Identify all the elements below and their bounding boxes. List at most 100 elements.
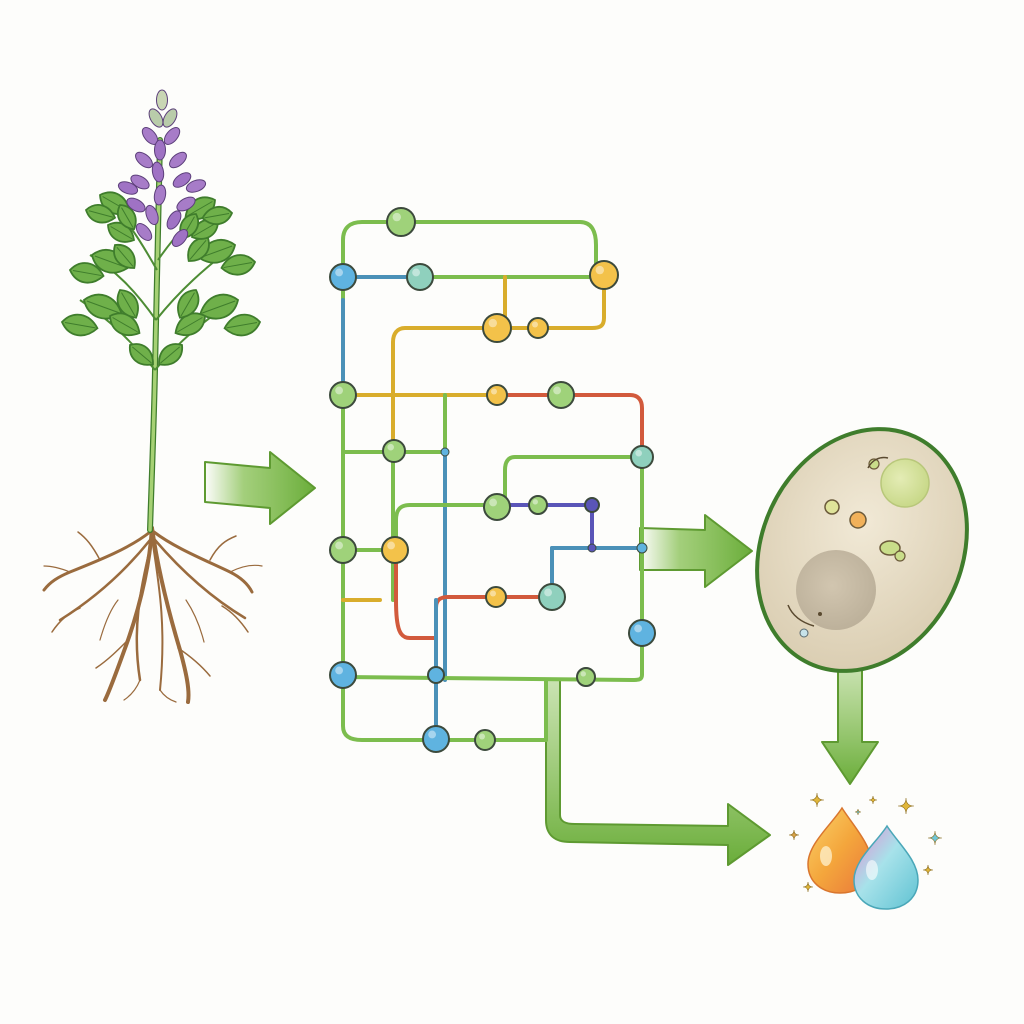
leaf: [220, 254, 257, 276]
network-node-highlight: [595, 265, 604, 275]
sparkle-icon: [802, 881, 814, 893]
flower-bud: [154, 139, 166, 161]
network-node: [482, 313, 512, 343]
plant-flowers: [117, 89, 207, 247]
flower-bud: [130, 174, 150, 190]
flower-bud: [117, 181, 139, 195]
leaf-vein: [223, 262, 253, 269]
network-connection: [503, 275, 606, 330]
leaf: [129, 343, 154, 366]
flower-bud: [135, 223, 153, 241]
plant-icon: [42, 89, 263, 704]
flower-bud: [163, 127, 181, 145]
leaf-vein: [94, 255, 126, 268]
network-node-highlight: [335, 268, 343, 277]
network-node: [427, 666, 445, 684]
cell-membrane: [755, 427, 969, 673]
plant-stem: [148, 138, 162, 532]
leaf-vein: [121, 292, 136, 317]
arrow-plant-to-network: [204, 451, 316, 525]
leaf-vein: [121, 207, 134, 228]
plant-leaves: [60, 191, 262, 366]
sparkle-icon: [854, 808, 862, 816]
leaf-vein: [204, 213, 230, 219]
network-node-highlight: [479, 733, 485, 740]
cell-organelle: [894, 550, 906, 562]
network-node: [485, 586, 507, 608]
network-node-highlight: [532, 499, 538, 505]
sparkle-icon: [922, 864, 934, 876]
arrow-network-to-droplets: [545, 679, 771, 866]
network-node: [440, 447, 450, 457]
network-node-highlight: [489, 498, 497, 507]
droplet-highlight: [820, 846, 832, 866]
network-connections: [341, 220, 644, 742]
arrow-cell-to-droplets: [821, 665, 879, 785]
leaf: [68, 262, 105, 284]
network-node-highlight: [553, 386, 561, 395]
network-node-highlight: [544, 588, 552, 597]
network-node: [382, 439, 406, 463]
flower-bud: [126, 197, 146, 213]
flower-bud: [156, 89, 168, 111]
network-node-highlight: [490, 590, 496, 597]
flower-bud: [151, 161, 165, 183]
cell-nucleus: [796, 550, 876, 630]
leaf: [201, 206, 234, 226]
sparkle-icon: [927, 830, 943, 846]
cell-filament: [867, 456, 889, 469]
leaf-vein: [131, 346, 152, 364]
network-node: [329, 661, 357, 689]
leaf: [82, 293, 123, 320]
droplet-highlight: [866, 860, 878, 880]
cell-organelle: [824, 499, 840, 515]
network-node-highlight: [387, 541, 395, 550]
leaf-vein: [177, 317, 203, 333]
network-node-highlight: [428, 730, 436, 739]
network-node: [547, 381, 575, 409]
cell-organelle: [799, 628, 809, 638]
network-node: [486, 384, 508, 406]
network-node: [386, 207, 416, 237]
network-node: [528, 495, 548, 515]
network-node-highlight: [335, 666, 343, 675]
flower-bud: [145, 204, 159, 226]
leaf-vein: [226, 322, 258, 329]
droplet-cyan: [853, 824, 919, 910]
network-node: [422, 725, 450, 753]
cell-organelle: [879, 540, 901, 556]
leaf-vein: [110, 226, 133, 240]
network-node: [527, 317, 549, 339]
leaf-vein: [187, 201, 213, 217]
flower-bud: [169, 151, 187, 169]
leaf: [84, 204, 117, 224]
network-connection: [341, 275, 548, 742]
network-node: [329, 536, 357, 564]
sparkle-icon: [868, 795, 878, 805]
network-connection: [503, 455, 644, 507]
flower-bud: [135, 151, 153, 169]
droplets-icon: [788, 792, 943, 910]
leaf-vein: [86, 300, 120, 314]
leaf: [109, 312, 141, 336]
sparkle-icon: [897, 797, 915, 815]
leaf-vein: [116, 246, 134, 267]
network-node-highlight: [532, 321, 538, 328]
network-node-highlight: [580, 671, 586, 677]
sparkle-icon: [788, 829, 800, 841]
network-node: [329, 381, 357, 409]
network-node: [329, 263, 357, 291]
cell-filament: [787, 604, 815, 627]
network-node: [483, 493, 511, 521]
leaf: [116, 289, 139, 319]
sparkle-icon: [809, 792, 825, 808]
cell-vacuole: [880, 458, 930, 508]
plant-roots: [42, 526, 263, 704]
network-connection: [341, 220, 598, 279]
flower-bud: [176, 196, 196, 212]
network-node: [381, 536, 409, 564]
flower-bud: [185, 179, 207, 193]
flower-bud: [148, 108, 164, 128]
